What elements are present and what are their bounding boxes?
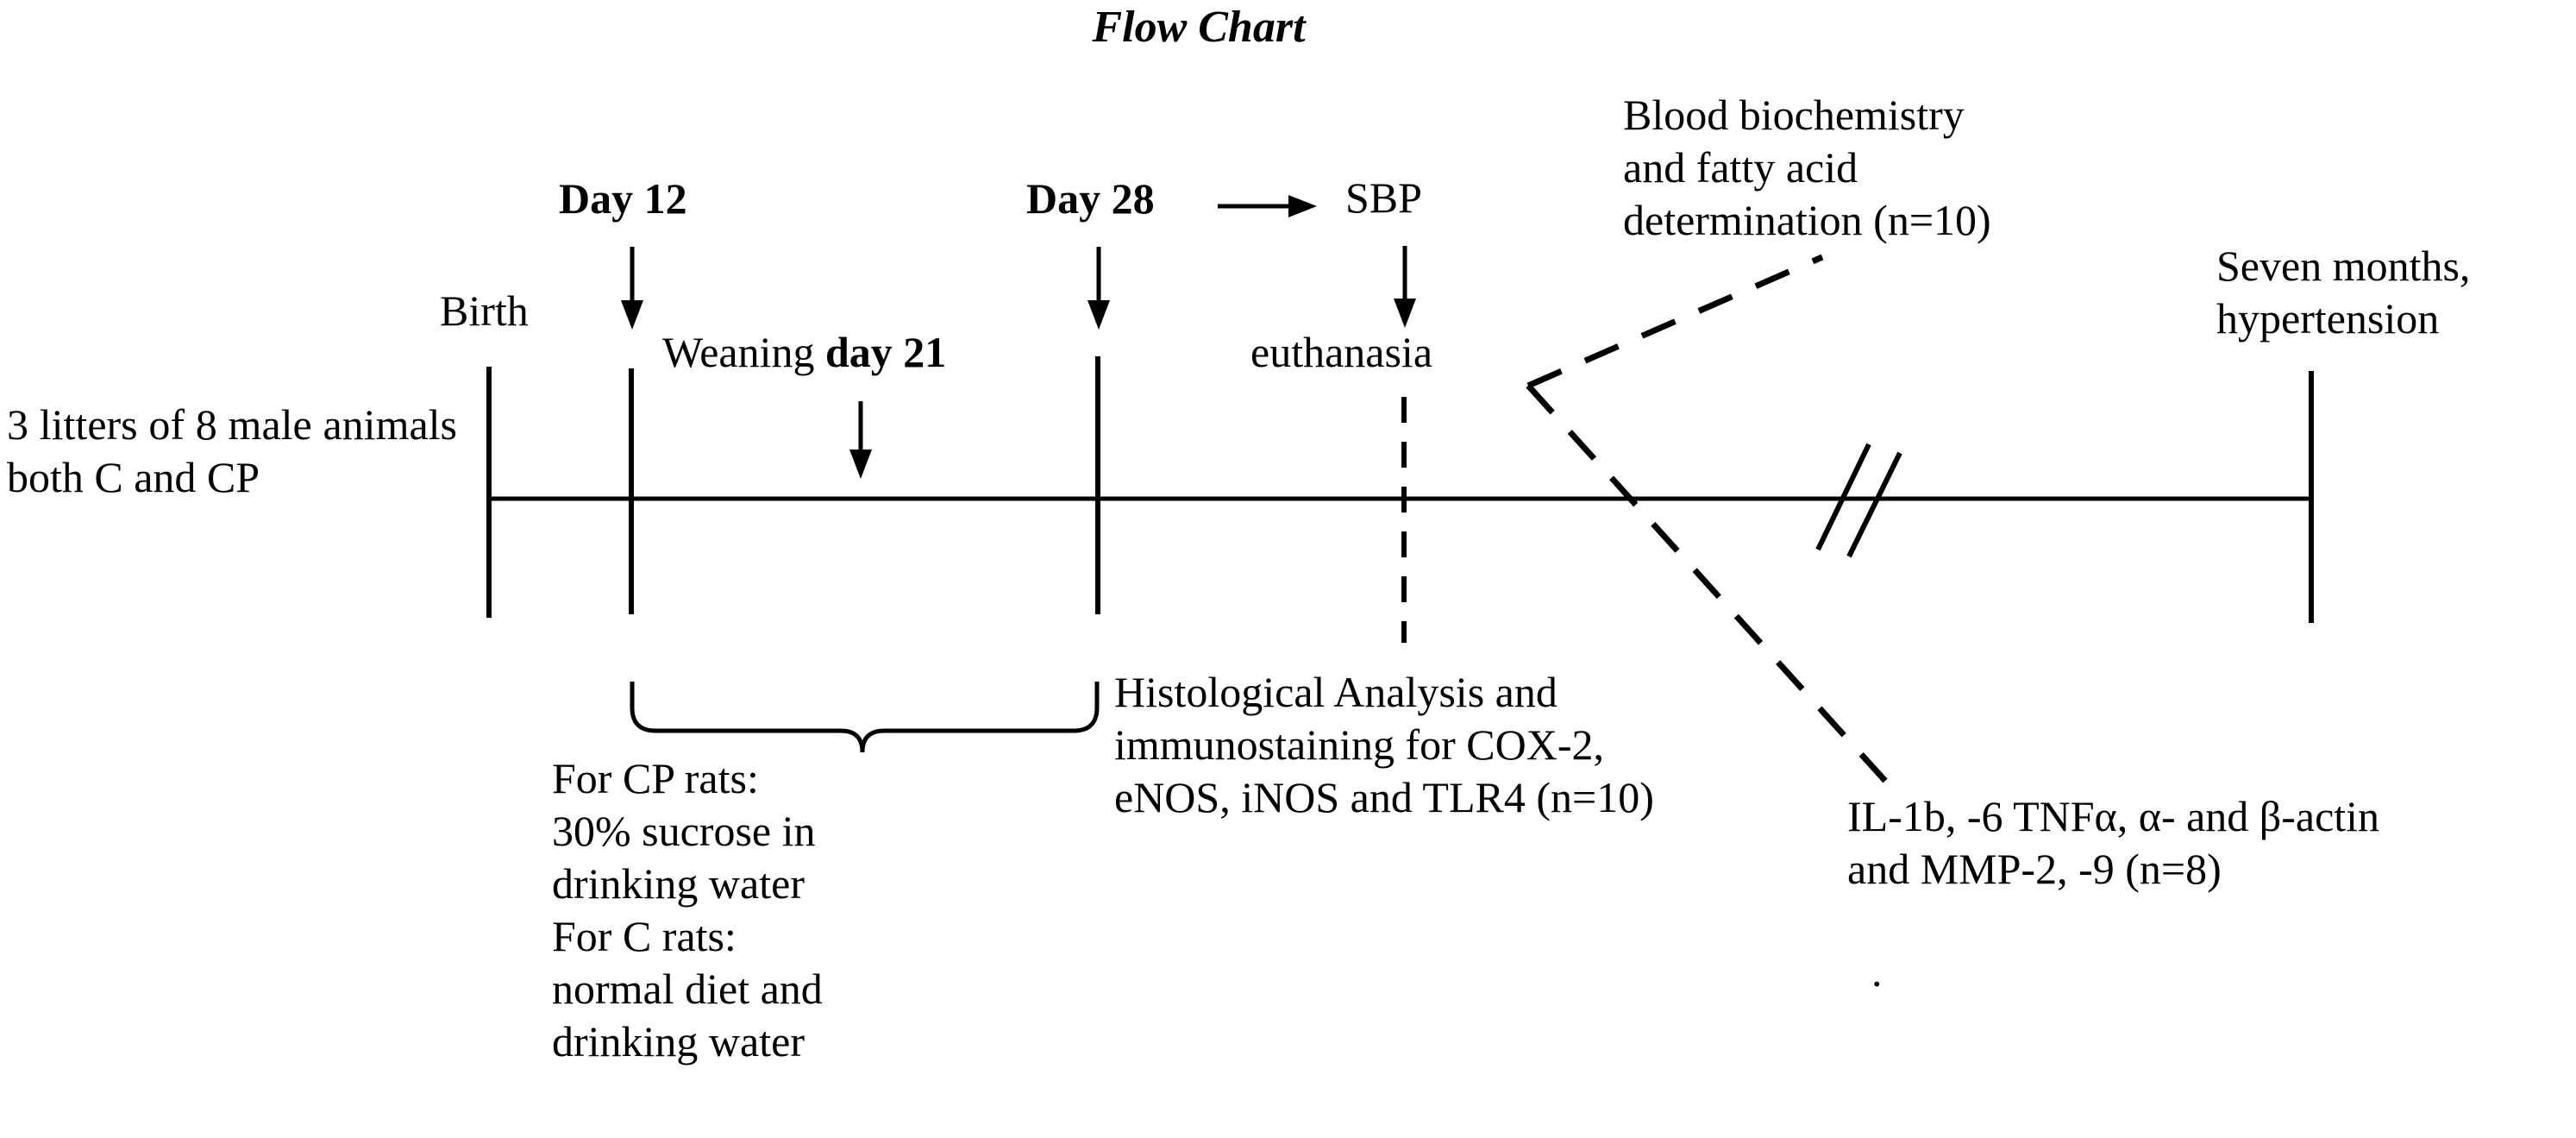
arrow-down-icon-weaning — [849, 401, 872, 479]
annotation-molecular-trailing-dot: . — [1871, 947, 1883, 996]
arrow-down-icon-euthanasia — [1394, 246, 1416, 328]
label-sbp: SBP — [1345, 173, 1422, 222]
label-weaning-day-21: day 21 — [824, 328, 947, 376]
label-birth: Birth — [440, 286, 529, 335]
label-weaning: Weaning day 21 — [662, 326, 946, 379]
axis-break-icon — [1815, 443, 1902, 558]
arrow-down-icon-day12 — [621, 247, 643, 330]
label-day-28: Day 28 — [1026, 174, 1155, 223]
annotation-molecular: IL-1b, -6 TNFα, α- and β-actin and MMP-2… — [1847, 792, 2380, 893]
annotation-histology: Histological Analysis and immunostaining… — [1114, 668, 1654, 821]
arrow-right-icon-sbp — [1218, 195, 1317, 217]
curly-brace-icon — [630, 682, 1100, 753]
figure-title: Flow Chart — [1092, 3, 1306, 52]
annotation-blood-biochemistry: Blood biochemistry and fatty acid determ… — [1623, 91, 1991, 244]
label-seven-months: Seven months, hypertension — [2216, 242, 2471, 343]
label-day-12: Day 12 — [559, 174, 687, 223]
label-euthanasia: euthanasia — [1250, 328, 1433, 376]
arrow-down-icon-day28 — [1087, 247, 1110, 330]
label-weaning-plain: Weaning — [662, 328, 825, 376]
left-note-animals: 3 litters of 8 male animals both C and C… — [7, 400, 468, 501]
annotation-diet-note: For CP rats: 30% sucrose in drinking wat… — [552, 754, 823, 1066]
